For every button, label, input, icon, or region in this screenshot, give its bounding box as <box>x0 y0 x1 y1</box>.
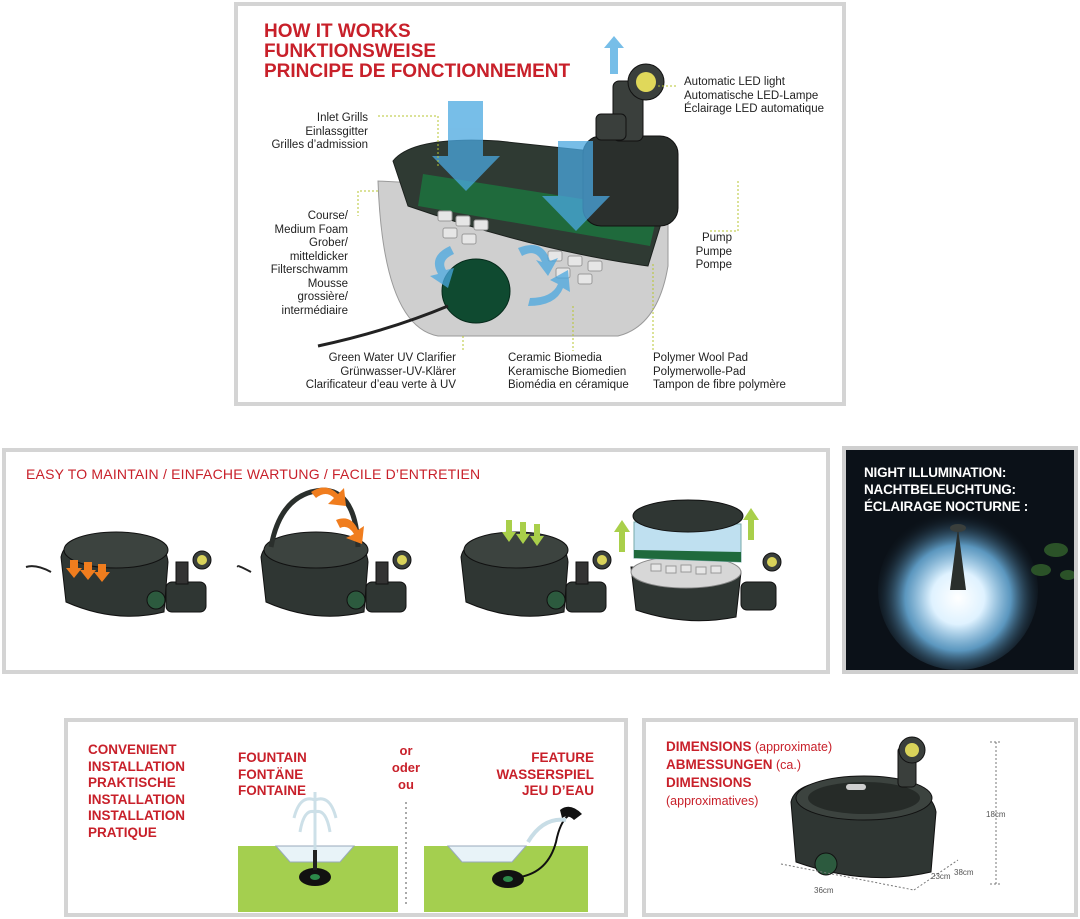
biomedia-fr: Biomédia en céramique <box>508 379 629 391</box>
dimension-height: 18cm <box>986 810 1006 819</box>
installation-line-4: INSTALLATION <box>88 791 185 807</box>
label-uv-clarifier: Green Water UV Clarifier Grünwasser-UV-K… <box>306 352 456 393</box>
foam-line-7: grossière/ <box>297 291 349 303</box>
biomedia-de: Keramische Biomedien <box>508 365 627 378</box>
foam-line-2: Medium Foam <box>274 223 349 236</box>
dimensions-line-1: DIMENSIONS (approximate) <box>666 738 832 756</box>
wool-pad-en: Polymer Wool Pad <box>653 352 749 364</box>
dimensions-line-2-bold: ABMESSUNGEN <box>666 757 773 772</box>
inlet-grills-fr: Grilles d’admission <box>271 139 368 151</box>
dimensions-unit-illustration <box>780 736 1002 891</box>
uv-clarifier-de: Grünwasser-UV-Klärer <box>340 365 456 378</box>
dimensions-panel: DIMENSIONS (approximate) ABMESSUNGEN (ca… <box>642 718 1078 917</box>
dimension-depth-a: 23cm <box>931 872 951 881</box>
installation-panel: CONVENIENT INSTALLATION PRAKTISCHE INSTA… <box>64 718 628 917</box>
dimensions-title: DIMENSIONS (approximate) ABMESSUNGEN (ca… <box>666 738 832 810</box>
inlet-grills-en: Inlet Grills <box>316 112 368 124</box>
foam-line-3: Grober/ <box>309 237 348 249</box>
pump-en: Pump <box>701 232 732 244</box>
wool-pad-de: Polymerwolle-Pad <box>653 365 746 378</box>
foam-line-5: Filterschwamm <box>270 264 348 276</box>
dimension-width: 36cm <box>814 886 834 895</box>
fountain-de: FONTÄNE <box>238 766 304 782</box>
filter-cutaway-illustration <box>317 36 739 351</box>
inlet-grills-de: Einlassgitter <box>305 125 368 138</box>
feature-fr: JEU D’EAU <box>521 783 594 798</box>
fountain-en: FOUNTAIN <box>238 750 307 765</box>
step-3-unit <box>460 520 612 617</box>
maintenance-steps-illustration <box>25 487 782 622</box>
dimensions-line-4-light: (approximatives) <box>666 794 759 808</box>
how-it-works-title: HOW IT WORKS FUNKTIONSWEISE PRINCIPE DE … <box>264 22 570 82</box>
foam-line-4: mitteldicker <box>289 250 348 263</box>
step-4-unit <box>614 499 782 622</box>
dimensions-line-1-light: (approximate) <box>751 740 833 754</box>
uv-clarifier-fr: Clarificateur d’eau verte à UV <box>305 379 456 391</box>
step-1-unit <box>25 531 212 617</box>
night-title-en: NIGHT ILLUMINATION: <box>864 465 1007 480</box>
feature-en: FEATURE <box>531 750 594 765</box>
label-pump: Pump Pumpe Pompe <box>696 232 732 273</box>
night-title-fr: ÉCLAIRAGE NOCTURNE : <box>864 499 1028 514</box>
installation-line-6: PRATIQUE <box>88 824 157 840</box>
feature-heading: FEATURE WASSERSPIEL JEU D’EAU <box>496 750 594 800</box>
dimensions-line-1-bold: DIMENSIONS <box>666 739 752 754</box>
led-light-en: Automatic LED light <box>684 76 785 88</box>
feature-de: WASSERSPIEL <box>496 766 594 782</box>
dimensions-line-2-light: (ca.) <box>772 758 801 772</box>
installation-line-5: INSTALLATION <box>88 808 185 823</box>
title-fr: PRINCIPE DE FONCTIONNEMENT <box>264 61 571 82</box>
dimension-depth-b: 38cm <box>954 868 974 877</box>
label-foam: Course/ Medium Foam Grober/ mitteldicker… <box>271 210 348 318</box>
pump-fr: Pompe <box>695 259 732 271</box>
foam-line-8: intermédiaire <box>281 304 348 317</box>
night-illumination-panel: NIGHT ILLUMINATION: NACHTBELEUCHTUNG: ÉC… <box>842 446 1078 674</box>
or-fr: ou <box>398 777 414 792</box>
foam-line-1: Course/ <box>307 210 348 222</box>
uv-clarifier-en: Green Water UV Clarifier <box>328 352 456 364</box>
led-light-de: Automatische LED-Lampe <box>684 89 819 102</box>
wool-pad-fr: Tampon de fibre polymère <box>653 379 786 391</box>
biomedia-en: Ceramic Biomedia <box>508 352 602 364</box>
foam-line-6: Mousse <box>307 277 348 290</box>
maintain-panel: EASY TO MAINTAIN / EINFACHE WARTUNG / FA… <box>2 448 830 674</box>
title-de: FUNKTIONSWEISE <box>264 41 437 62</box>
dimensions-line-4: (approximatives) <box>666 792 832 810</box>
night-title-de: NACHTBELEUCHTUNG: <box>864 482 1016 497</box>
dimensions-line-3: DIMENSIONS <box>666 774 832 792</box>
how-it-works-panel: HOW IT WORKS FUNKTIONSWEISE PRINCIPE DE … <box>234 2 846 406</box>
night-title: NIGHT ILLUMINATION: NACHTBELEUCHTUNG: ÉC… <box>864 464 1028 515</box>
label-biomedia: Ceramic Biomedia Keramische Biomedien Bi… <box>508 352 629 393</box>
fountain-fr: FONTAINE <box>238 783 306 798</box>
installation-illustration <box>238 792 588 912</box>
installation-line-1: CONVENIENT <box>88 742 177 757</box>
led-light-fr: Éclairage LED automatique <box>684 103 824 115</box>
night-glow-illustration <box>846 450 1074 670</box>
step-2-unit <box>236 487 412 617</box>
pump-de: Pumpe <box>695 245 732 258</box>
installation-line-2: INSTALLATION <box>88 758 185 774</box>
dimensions-line-2: ABMESSUNGEN (ca.) <box>666 756 832 774</box>
or-en: or <box>399 743 413 758</box>
installation-title: CONVENIENT INSTALLATION PRAKTISCHE INSTA… <box>88 742 185 841</box>
dimensions-line-3-bold: DIMENSIONS <box>666 775 752 790</box>
label-wool-pad: Polymer Wool Pad Polymerwolle-Pad Tampon… <box>653 352 786 393</box>
label-inlet-grills: Inlet Grills Einlassgitter Grilles d’adm… <box>271 112 368 153</box>
installation-line-3: PRAKTISCHE <box>88 775 176 790</box>
fountain-heading: FOUNTAIN FONTÄNE FONTAINE <box>238 750 307 800</box>
or-divider: or oder ou <box>390 742 422 793</box>
label-led-light: Automatic LED light Automatische LED-Lam… <box>684 76 824 117</box>
title-en: HOW IT WORKS <box>264 21 411 42</box>
or-de: oder <box>391 760 421 775</box>
maintain-title: EASY TO MAINTAIN / EINFACHE WARTUNG / FA… <box>26 466 481 482</box>
